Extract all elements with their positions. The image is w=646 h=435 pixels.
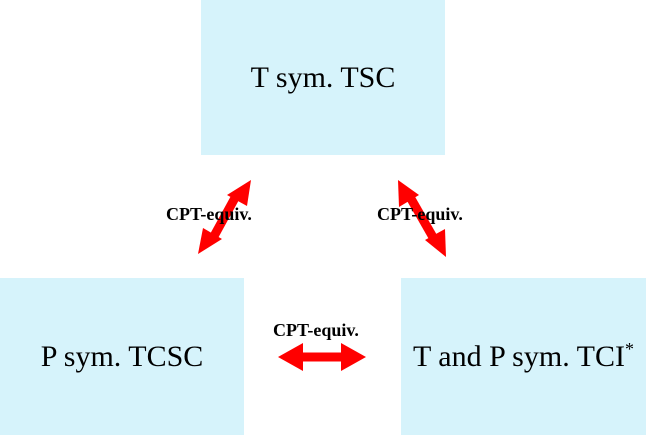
arrow-right-top [398, 180, 446, 257]
edge-label-left-right: CPT-equiv. [273, 320, 359, 340]
node-t-sym-tsc: T sym. TSC [201, 0, 445, 155]
arrow-left-right [278, 343, 366, 371]
node-t-and-p-sym-tci: T and P sym. TCI* [401, 278, 646, 435]
arrow-left-top [198, 180, 251, 254]
node-label: P sym. TCSC [40, 339, 204, 373]
node-p-sym-tcsc: P sym. TCSC [0, 278, 244, 435]
node-label: T and P sym. TCI* [413, 338, 634, 373]
node-label-superscript: * [624, 338, 634, 359]
edge-label-left-top: CPT-equiv. [166, 204, 252, 224]
edge-label-right-top: CPT-equiv. [377, 204, 463, 224]
node-label: T sym. TSC [250, 60, 396, 94]
